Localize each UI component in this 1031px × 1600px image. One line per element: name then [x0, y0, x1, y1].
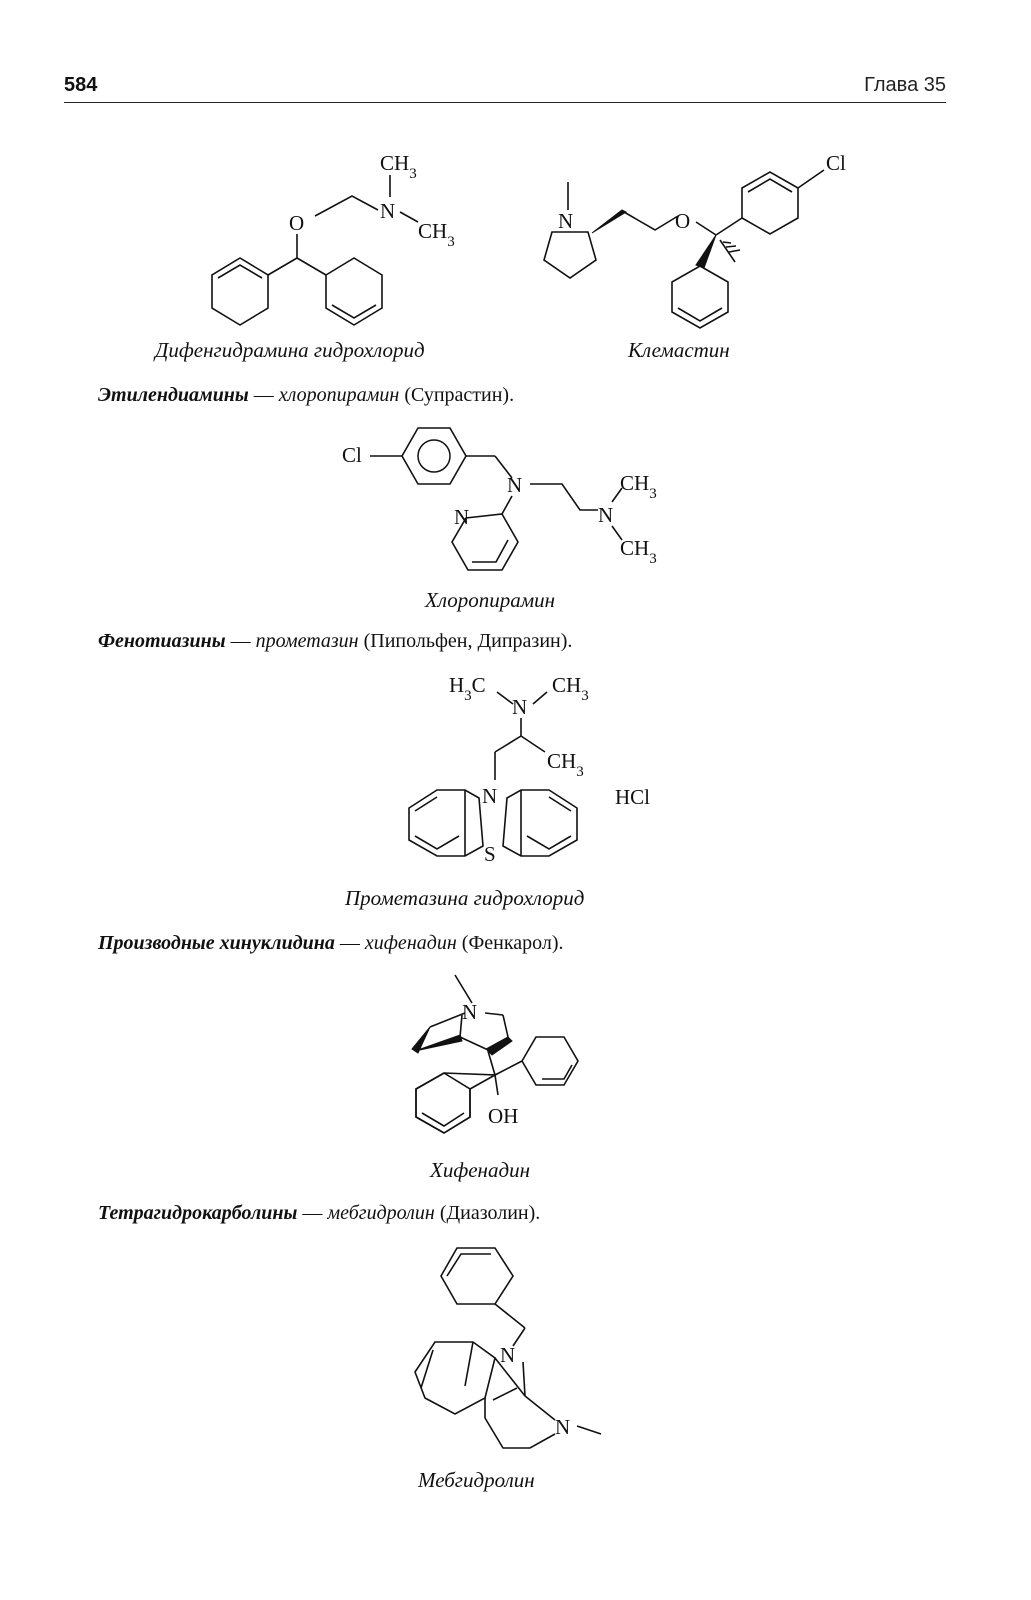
- drug-name: мебгидролин: [327, 1202, 435, 1224]
- heading-tetrahydrocarbolines: Тетрагидрокарболины — мебгидролин (Диазо…: [98, 1202, 541, 1224]
- heading-ethylenediamines: Этилендиамины — хлоропирамин (Супрастин)…: [98, 384, 515, 406]
- atom-s: S: [484, 842, 496, 866]
- caption-diphenhydramine: Дифенгидрамина гидрохлорид: [155, 338, 425, 362]
- drug-name: хлоропирамин: [278, 384, 400, 406]
- atom-n-indole: N: [500, 1343, 515, 1367]
- structure-chloropyramine: Cl N N CH3 CH3 N: [342, 427, 657, 571]
- atom-ch3-branch: CH3: [547, 749, 584, 780]
- class-name: Тетрагидрокарболины: [98, 1202, 298, 1224]
- structure-quifenadine: N OH: [411, 974, 579, 1134]
- structure-promethazine: H3C CH3 N CH3 N S HCl: [408, 673, 650, 866]
- atom-ch3-top: CH3: [380, 151, 417, 182]
- drug-name: прометазин: [255, 630, 359, 652]
- atom-n: N: [558, 209, 573, 233]
- structure-clemastine: N O Cl: [543, 151, 846, 329]
- heading-phenothiazines: Фенотиазины — прометазин (Пипольфен, Дип…: [98, 630, 573, 652]
- drug-name: хифенадин: [364, 932, 457, 954]
- class-name: Производные хинуклидина: [98, 932, 335, 954]
- atom-cl: Cl: [342, 443, 362, 467]
- class-name: Этилендиамины: [98, 384, 249, 406]
- caption-mebhydrolin: Мебгидролин: [418, 1468, 535, 1492]
- atom-n-piperidine: N: [555, 1415, 570, 1439]
- structure-diphenhydramine: CH3 N CH3 O: [211, 151, 455, 326]
- atom-hcl: HCl: [615, 785, 650, 809]
- class-name: Фенотиазины: [98, 630, 226, 652]
- structure-mebhydrolin: N N: [414, 1247, 602, 1449]
- caption-chloropyramine: Хлоропирамин: [425, 588, 556, 612]
- atom-h3c: H3C: [449, 673, 486, 704]
- caption-clemastine: Клемастин: [628, 338, 730, 362]
- atom-n-dimethyl: N: [598, 503, 613, 527]
- caption-promethazine: Прометазина гидрохлорид: [345, 886, 585, 910]
- atom-cl: Cl: [826, 151, 846, 175]
- atom-o: O: [289, 211, 304, 235]
- atom-ch3-b: CH3: [620, 536, 657, 567]
- atom-n-ring: N: [482, 784, 497, 808]
- atom-ch3-a: CH3: [620, 471, 657, 502]
- atom-n-pyridine: N: [454, 505, 469, 529]
- heading-quinuclidines: Производные хинуклидина — хифенадин (Фен…: [98, 932, 564, 954]
- atom-n: N: [462, 1000, 477, 1024]
- caption-quifenadine: Хифенадин: [430, 1158, 531, 1182]
- atom-ch3-right: CH3: [418, 219, 455, 250]
- atom-ch3-right: CH3: [552, 673, 589, 704]
- page-header: 584 Глава 35: [64, 72, 946, 103]
- atom-n: N: [380, 199, 395, 223]
- chapter-title: Глава 35: [864, 74, 946, 96]
- atom-n-dimethyl: N: [512, 695, 527, 719]
- atom-n-amine: N: [507, 473, 522, 497]
- atom-oh: OH: [488, 1104, 518, 1128]
- page-number: 584: [64, 74, 98, 96]
- atom-o: O: [675, 209, 690, 233]
